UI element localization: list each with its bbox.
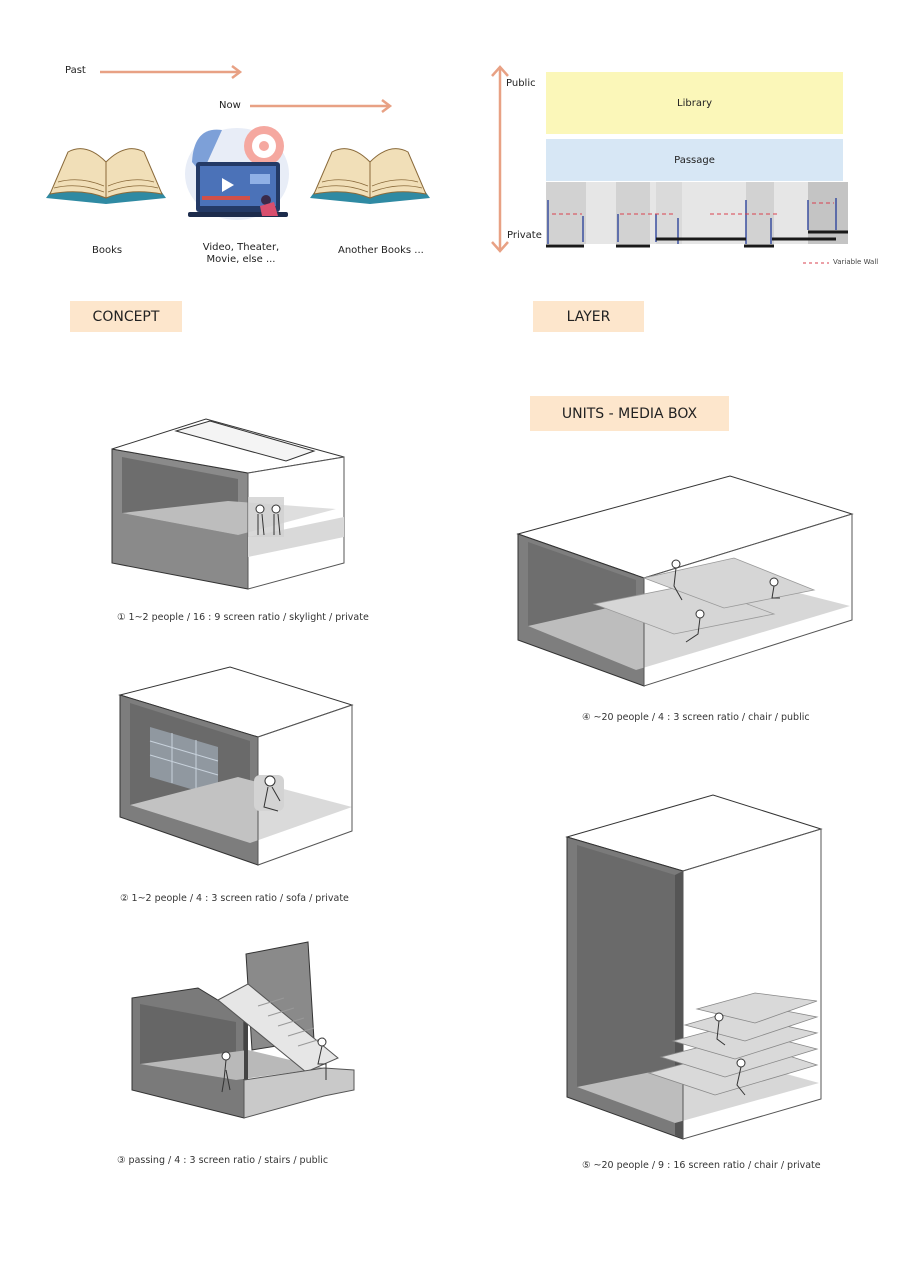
unit-2-caption: ② 1~2 people / 4 : 3 screen ratio / sofa… [120,893,349,904]
media-label-line1: Video, Theater, [202,242,280,253]
past-arrow [100,65,243,79]
passage-label: Passage [674,154,715,166]
media-label-line2: Movie, else ... [206,254,276,265]
variable-wall-legend [803,262,829,264]
private-units-plan [546,182,848,248]
units-tag: UNITS - MEDIA BOX [530,396,729,431]
past-label: Past [65,65,86,76]
unit-4-chair-box [516,475,854,687]
open-book-icon [46,148,166,204]
passage-layer: Passage [546,139,843,181]
unit-5-tall-box [565,794,823,1140]
public-private-arrow [491,65,509,253]
unit-2-sofa-box [118,666,354,866]
books-label: Books [92,245,123,256]
open-book-icon-2 [310,148,430,204]
laptop-media-icon [185,126,289,220]
unit-1-caption: ① 1~2 people / 16 : 9 screen ratio / sky… [117,612,369,623]
private-label: Private [507,230,542,241]
now-label: Now [219,100,241,111]
public-label: Public [506,78,536,89]
library-layer: Library [546,72,843,134]
now-arrow [250,99,393,113]
layer-tag: LAYER [533,301,644,332]
concept-tag: CONCEPT [70,301,182,332]
unit-5-caption: ⑤ ~20 people / 9 : 16 screen ratio / cha… [582,1160,821,1171]
another-books-label: Another Books ... [338,245,424,256]
variable-wall-label: Variable Wall [833,258,879,266]
unit-3-caption: ③ passing / 4 : 3 screen ratio / stairs … [117,1155,329,1166]
unit-3-stairs-box [131,941,355,1119]
unit-4-caption: ④ ~20 people / 4 : 3 screen ratio / chai… [582,712,810,723]
unit-1-skylight-box [111,418,345,590]
library-label: Library [677,97,712,109]
